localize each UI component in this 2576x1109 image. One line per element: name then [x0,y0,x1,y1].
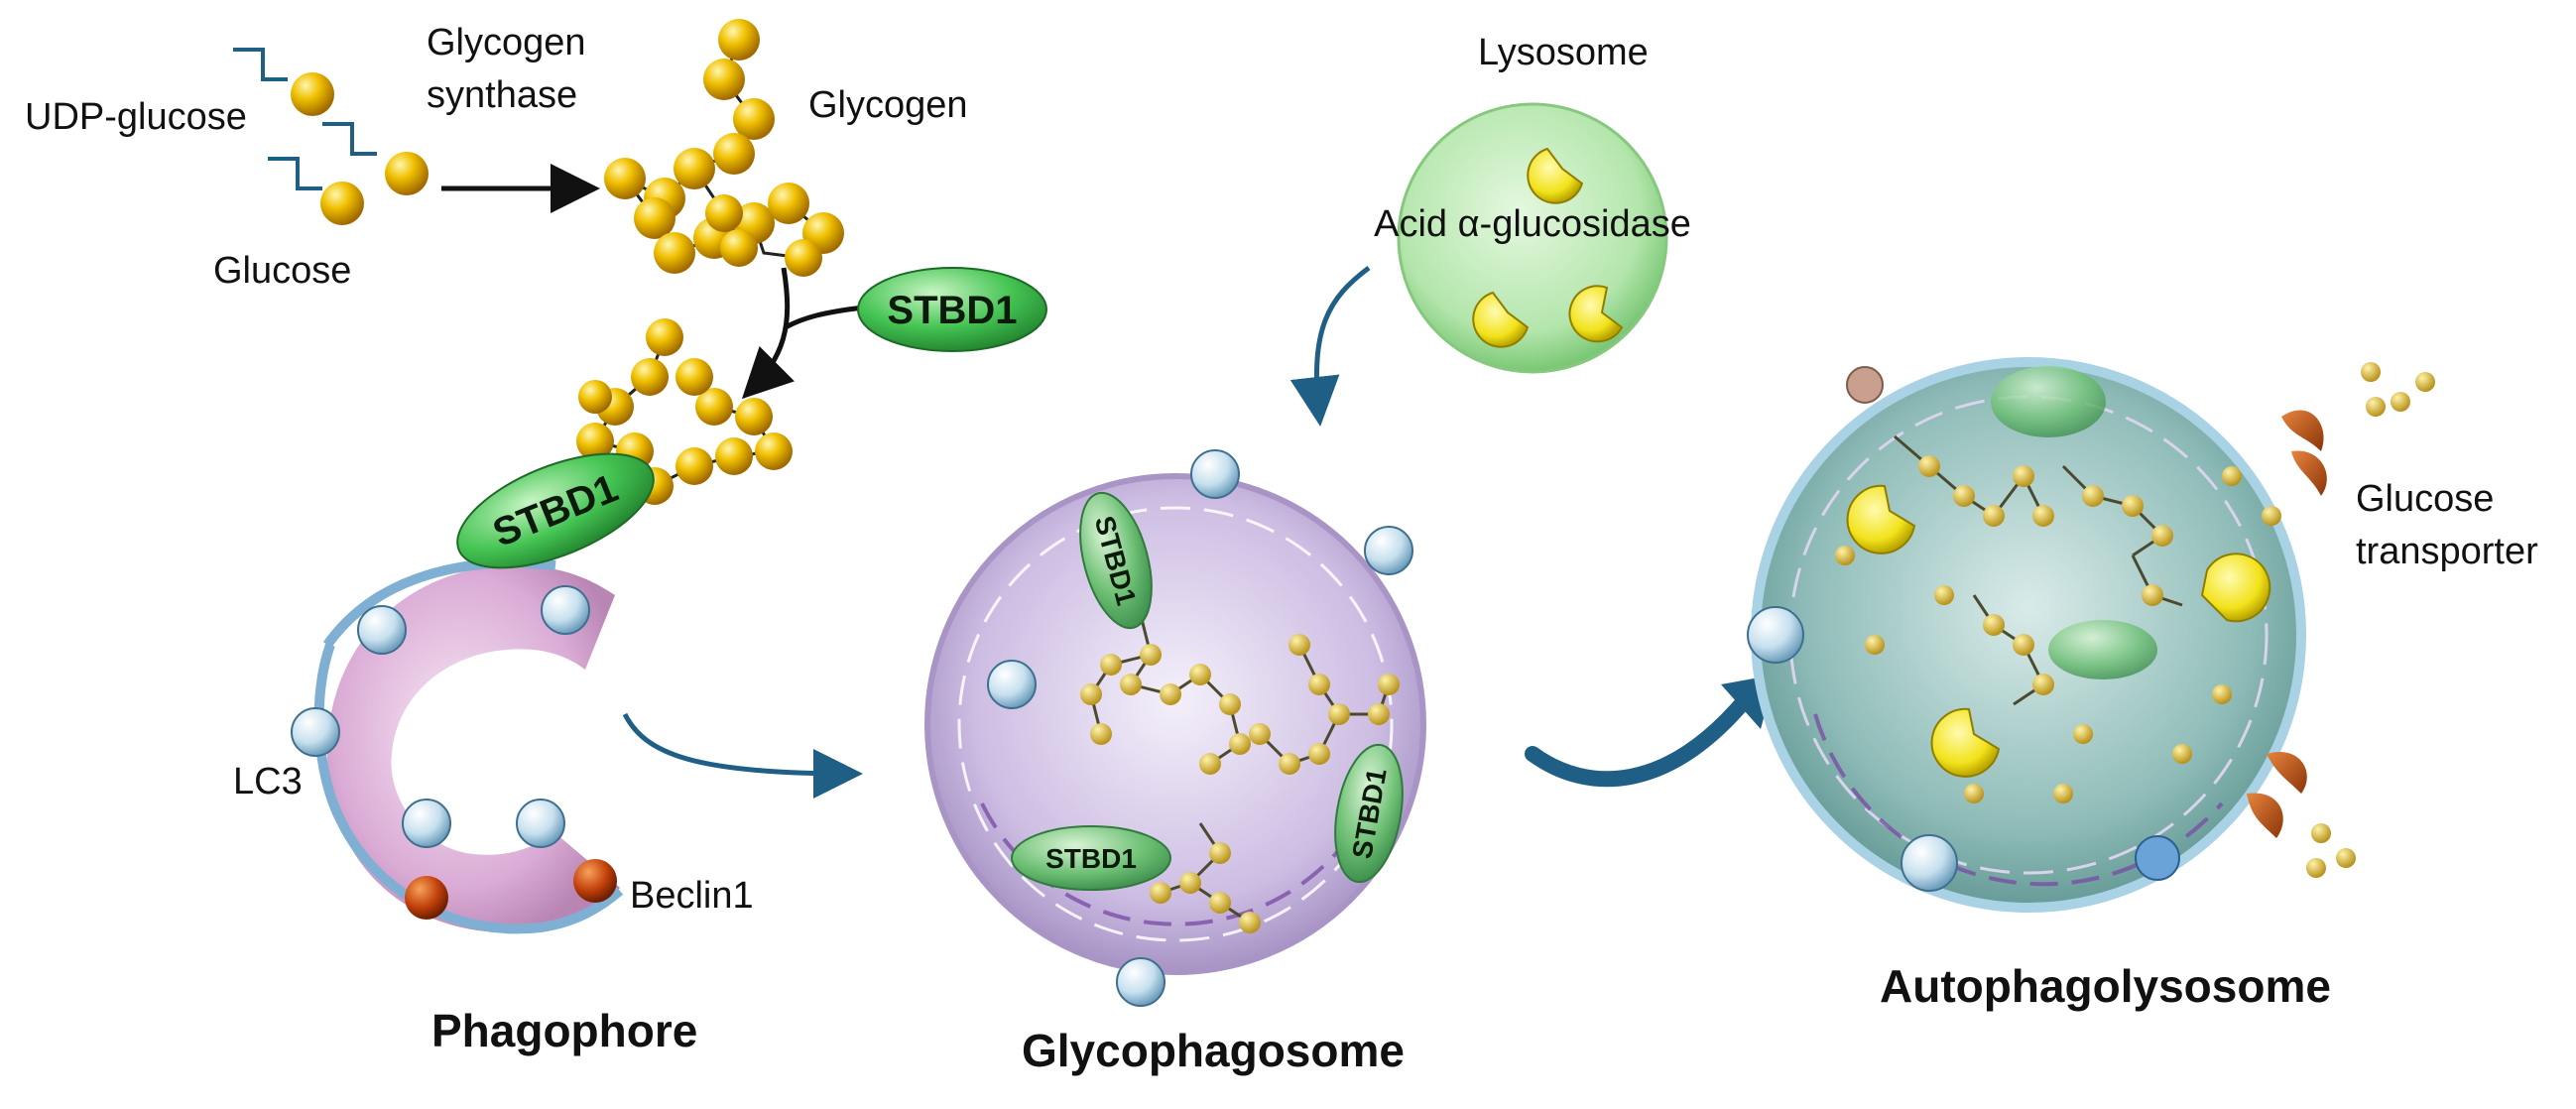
glucose-transporter-label-1: Glucose [2356,478,2494,520]
beclin1-dot [405,876,448,920]
lc3-dot [1901,834,1958,892]
lc3-dot [402,799,451,848]
lysosome [1397,102,1668,374]
glucose-transporter [2281,410,2324,451]
lc3-dot [541,585,590,635]
stbd1-inner [1011,825,1171,891]
glycogen-label: Glycogen [808,84,968,126]
stbd1-inner [1079,491,1153,630]
stbd1-degraded [1991,366,2106,437]
lc3-dot [987,660,1037,709]
glycogen-synthase-label-1: Glycogen [427,22,586,63]
stbd1-degraded [2048,620,2157,679]
stbd1-free: STBD1 [857,267,1047,352]
enzyme-pacman [1472,291,1530,348]
exported-glucose [2391,392,2410,412]
autophagolysosome [1747,357,2435,913]
acid-glucosidase-label: Acid α-glucosidase [1374,203,1691,245]
glycogen-beads [604,19,844,277]
phagophore-title: Phagophore [431,1005,697,1056]
udp-glucose-label: UDP-glucose [25,96,247,138]
glycogen-synthase-label-2: synthase [427,74,577,116]
free-glucose-beads [1835,455,2281,803]
phagophore: STBD1 [291,452,655,934]
lc3-dot [1364,526,1413,575]
enzyme-pacman [2200,553,2271,623]
autophagolysosome-title: Autophagolysosome [1880,960,2331,1012]
glucose-label: Glucose [213,250,351,292]
phagophore-to-glycophagosome-arrow [622,712,863,799]
enzyme-pacman [1846,484,1916,554]
exported-glucose [2311,823,2331,843]
exported-glucose [2306,858,2326,878]
beclin1-label: Beclin1 [630,875,754,917]
stbd1-free-label: STBD1 [887,289,1017,332]
exported-glucose [2415,372,2435,392]
glucose-transporter [2291,450,2327,496]
binding-arrow [741,267,795,400]
lysosome-fusion-arrow [1289,266,1371,427]
glycogen-bound-beads [576,318,793,505]
stbd1-inner-label: STBD1 [1045,843,1137,874]
membrane-protein-dot [2135,835,2180,881]
lc3-label: LC3 [233,761,303,802]
glycogen-beads-small [1080,634,1400,933]
lc3-dot [1747,606,1804,664]
enzyme-pacman [1527,147,1584,204]
exported-glucose [2366,397,2386,417]
exported-glucose [2336,848,2356,868]
lc3-dot [1116,957,1165,1007]
glycophagosome-to-autophagolysosome-arrow [1525,691,1754,788]
exported-glucose [2361,362,2381,382]
stbd1-inner [1334,743,1404,884]
enzyme-pacman [1568,285,1624,343]
lysosome-label: Lysosome [1478,32,1649,73]
stbd1-membrane [456,452,655,569]
beclin1-dot [573,859,617,903]
glucose-transporter [2267,752,2307,794]
udp-glucose-group [233,48,429,225]
glycophagosome: STBD1 STBD1 STBD1 [924,449,1426,1007]
lc3-dot [357,605,407,655]
glucose-transporter-label-2: transporter [2356,531,2538,572]
lc3-dot [516,799,565,848]
lc3-dot [291,707,340,757]
glycophagosome-title: Glycophagosome [1022,1025,1405,1076]
enzyme-pacman [1930,707,2001,778]
membrane-protein-dot [1846,366,1884,404]
glucose-transporter [2247,793,2283,838]
lc3-dot [1190,449,1240,499]
stbd1-join-line [784,305,864,330]
